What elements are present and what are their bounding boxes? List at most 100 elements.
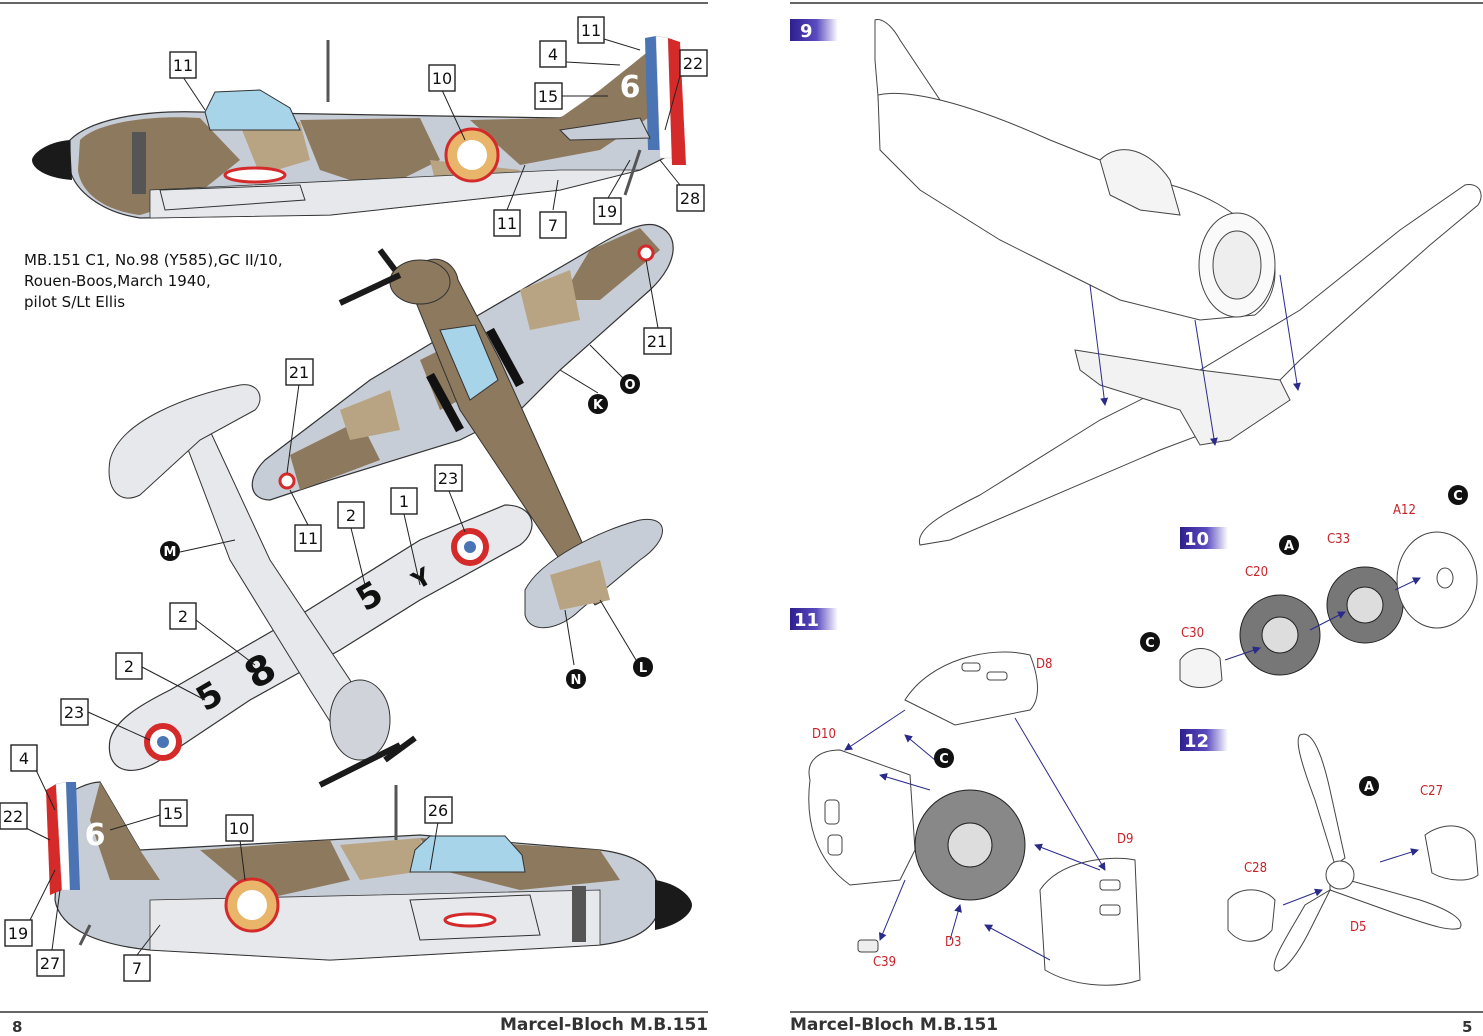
subassembly-a-marker: A — [1359, 776, 1379, 796]
svg-text:11: 11 — [497, 214, 517, 233]
svg-text:22: 22 — [3, 807, 23, 826]
color-marker-m: M — [160, 541, 180, 561]
svg-text:7: 7 — [548, 216, 558, 235]
side-profile-right: 6 — [46, 781, 692, 961]
subassembly-c-marker: C — [1448, 485, 1468, 505]
color-marker-l: L — [633, 657, 653, 677]
callout-26: 26 — [424, 796, 453, 824]
svg-text:C: C — [1453, 489, 1463, 504]
svg-text:23: 23 — [438, 469, 458, 488]
svg-text:11: 11 — [298, 529, 318, 548]
part-label-c39: C39 — [873, 955, 896, 970]
callout-2: 2 — [169, 602, 197, 630]
svg-text:10: 10 — [1184, 529, 1209, 550]
step-12-header: 12 — [1180, 729, 1228, 752]
svg-text:15: 15 — [538, 87, 558, 106]
right-page-number: 5 — [1462, 1018, 1473, 1036]
callout-10: 10 — [428, 64, 456, 92]
callout-4: 4 — [10, 744, 38, 772]
svg-text:K: K — [593, 398, 604, 413]
left-footer-title: Marcel-Bloch M.B.151 — [500, 1015, 709, 1035]
step-11-labels: C D8 D10 D9 D3 C39 — [812, 657, 1133, 970]
callout-23: 23 — [60, 698, 89, 726]
svg-text:2: 2 — [346, 506, 356, 525]
part-label-c30: C30 — [1181, 626, 1204, 641]
subassembly-c-marker: C — [934, 748, 954, 768]
part-label-d8: D8 — [1036, 657, 1052, 672]
caption-line-3: pilot S/Lt Ellis — [24, 293, 126, 311]
svg-text:21: 21 — [289, 363, 309, 382]
part-label-c33: C33 — [1327, 532, 1350, 547]
step-10-drawing — [1179, 531, 1478, 688]
part-label-c20: C20 — [1245, 565, 1268, 580]
svg-text:2: 2 — [178, 607, 188, 626]
svg-text:4: 4 — [548, 45, 558, 64]
top-view — [251, 223, 674, 629]
caption-line-2: Rouen-Boos,March 1940, — [24, 272, 211, 290]
step-12-arrows — [1282, 848, 1419, 906]
step-11-header: 11 — [790, 608, 838, 631]
svg-text:C: C — [939, 752, 949, 767]
callout-21: 21 — [643, 327, 672, 355]
fin-number-top: 6 — [620, 70, 641, 105]
part-label-a12: A12 — [1393, 503, 1416, 518]
svg-text:9: 9 — [800, 21, 813, 42]
callout-7: 7 — [123, 954, 151, 982]
fin-number-bottom: 6 — [85, 818, 106, 853]
callout-22: 22 — [679, 49, 708, 77]
step-10-header: 10 — [1180, 527, 1228, 550]
svg-text:C: C — [1145, 636, 1155, 651]
svg-text:19: 19 — [8, 924, 28, 943]
callout-15: 15 — [534, 82, 563, 110]
svg-text:O: O — [624, 378, 635, 393]
svg-text:12: 12 — [1184, 731, 1209, 752]
svg-text:N: N — [571, 673, 582, 688]
part-label-d3: D3 — [945, 935, 961, 950]
callout-2: 2 — [337, 501, 365, 529]
callout-7: 7 — [539, 211, 567, 239]
right-footer-title: Marcel-Bloch M.B.151 — [790, 1015, 999, 1035]
svg-text:7: 7 — [132, 959, 142, 978]
callout-11: 11 — [577, 16, 605, 44]
side-profile-left: 6 — [32, 35, 686, 219]
callout-21: 21 — [285, 358, 314, 386]
color-markers: O K M N L — [160, 374, 653, 689]
svg-text:23: 23 — [64, 703, 84, 722]
color-marker-n: N — [566, 669, 586, 689]
part-label-c28: C28 — [1244, 861, 1267, 876]
callout-23: 23 — [434, 464, 463, 492]
callout-1: 1 — [390, 487, 418, 515]
part-label-d5: D5 — [1350, 920, 1366, 935]
svg-text:11: 11 — [794, 610, 819, 631]
part-label-c27: C27 — [1420, 784, 1443, 799]
svg-text:10: 10 — [229, 819, 249, 838]
step-10-arrows — [1224, 577, 1421, 661]
underside-view: 5 8 5 Y — [108, 384, 533, 788]
svg-text:27: 27 — [40, 954, 60, 973]
callout-28: 28 — [676, 184, 705, 212]
svg-text:10: 10 — [432, 69, 452, 88]
step-12-drawing — [1227, 733, 1479, 972]
callout-19: 19 — [593, 197, 622, 225]
profile-caption: MB.151 C1, No.98 (Y585),GC II/10, Rouen-… — [24, 250, 283, 313]
color-marker-k: K — [588, 394, 608, 414]
svg-text:26: 26 — [428, 801, 448, 820]
left-page-number: 8 — [12, 1018, 23, 1036]
step-9-arrows — [1089, 274, 1301, 446]
callout-15: 15 — [159, 799, 188, 827]
step-10-labels: C A C A12 C33 C20 C30 — [1140, 485, 1468, 652]
callout-22: 22 — [0, 802, 28, 830]
svg-text:4: 4 — [19, 749, 29, 768]
color-marker-o: O — [620, 374, 640, 394]
svg-text:15: 15 — [163, 804, 183, 823]
callout-11: 11 — [294, 524, 322, 552]
svg-text:11: 11 — [581, 21, 601, 40]
step-11-drawing — [808, 651, 1141, 986]
callout-10: 10 — [225, 814, 254, 842]
svg-text:21: 21 — [647, 332, 667, 351]
part-label-d9: D9 — [1117, 832, 1133, 847]
callout-27: 27 — [36, 949, 65, 977]
svg-text:19: 19 — [597, 202, 617, 221]
caption-line-1: MB.151 C1, No.98 (Y585),GC II/10, — [24, 251, 283, 269]
